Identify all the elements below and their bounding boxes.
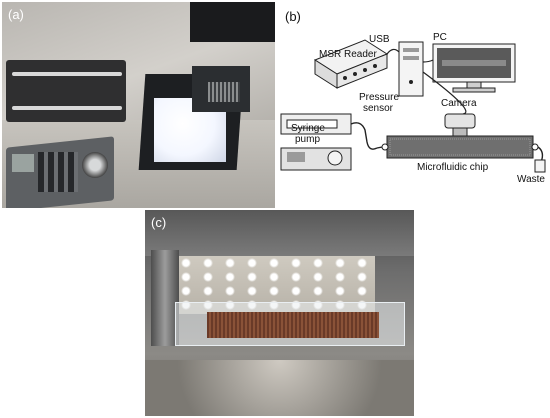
microfluidic-chip-drawing — [381, 135, 539, 159]
schematic-diagram: (b) USB PC MSR Reader Pressure sensor Ca… — [277, 2, 548, 208]
pc-label: PC — [433, 32, 447, 43]
panel-label-b: (b) — [285, 9, 301, 24]
chip-channel — [207, 312, 379, 338]
chip-holder — [151, 250, 179, 346]
camera-label: Camera — [441, 98, 477, 109]
panel-label-a: (a) — [8, 7, 24, 22]
photo-experimental-setup: (a) — [2, 2, 275, 208]
sensor-array — [208, 82, 240, 102]
usb-label: USB — [369, 34, 390, 45]
sensor-label: sensor — [363, 103, 394, 114]
pc-tower — [398, 41, 424, 97]
waste-vial — [534, 159, 546, 173]
controller-knob — [82, 152, 108, 178]
background-wall — [145, 210, 414, 256]
pc-monitor — [432, 43, 516, 93]
pump-rod — [12, 72, 122, 76]
camera-device — [444, 113, 476, 137]
waste-label: Waste — [517, 174, 545, 185]
schematic-drawing — [280, 39, 546, 173]
pump-rod — [12, 106, 122, 110]
msr-reader-device — [313, 39, 389, 89]
syringe-pump-device — [6, 60, 126, 122]
photo-microfluidic-chip: (c) — [145, 210, 414, 416]
pressure-label: Pressure — [359, 92, 400, 103]
controller-keypad — [38, 152, 78, 192]
controller-display — [12, 154, 34, 172]
microfluidic-chip-label: Microfluidic chip — [417, 162, 489, 173]
panel-label-c: (c) — [151, 215, 167, 230]
syringe-label: Syringe — [291, 123, 325, 134]
msr-reader-label: MSR Reader — [319, 49, 377, 60]
illuminated-floor — [145, 360, 414, 416]
pump-label: pump — [295, 134, 321, 145]
reader-enclosure — [190, 2, 275, 42]
